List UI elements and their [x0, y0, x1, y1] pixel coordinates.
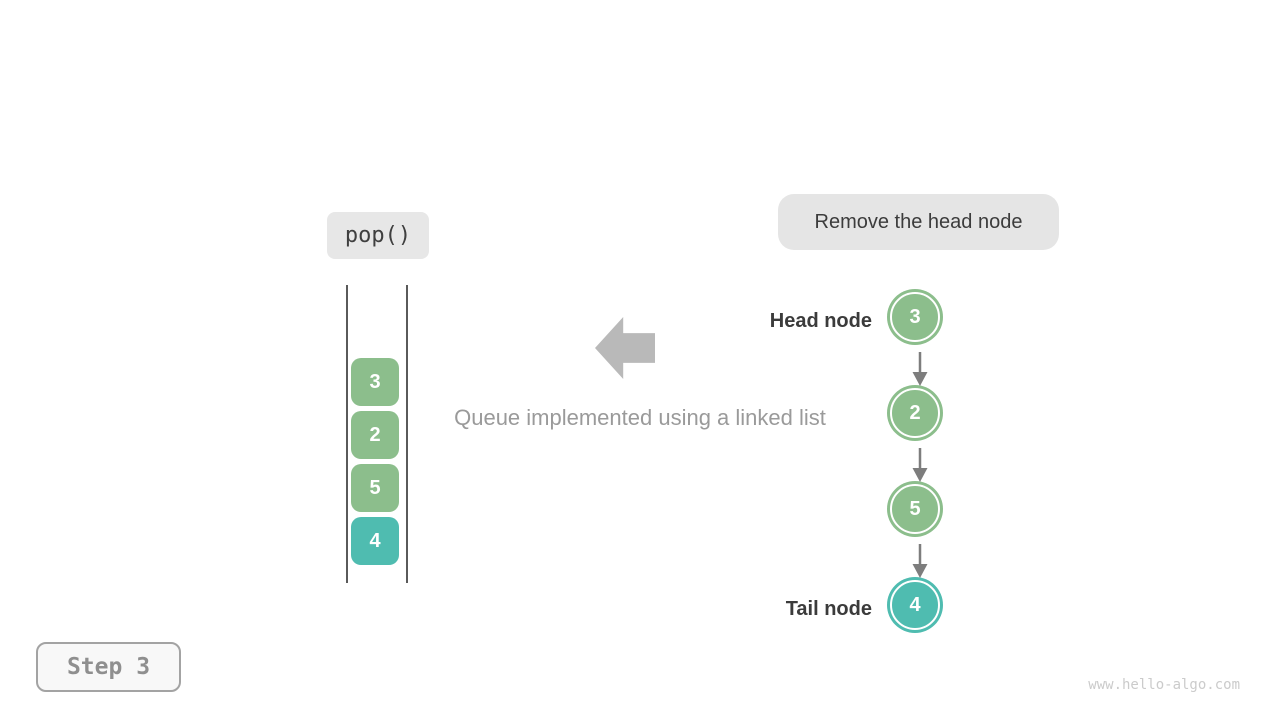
diagram-caption: Queue implemented using a linked list [454, 405, 826, 430]
queue-box: 5 [351, 464, 399, 512]
head-node-label: Head node [769, 310, 872, 332]
queue-box-value: 3 [369, 370, 381, 393]
list-node: 4 [890, 580, 940, 630]
remove-head-label: Remove the head node [814, 210, 1023, 233]
list-node-value: 4 [909, 593, 921, 616]
queue-box: 2 [351, 411, 399, 459]
arrow-down-icon [912, 448, 928, 482]
queue-wall-left [346, 285, 348, 583]
list-node-value: 2 [909, 401, 921, 424]
pop-operation-badge: pop() [327, 212, 429, 259]
arrow-down-icon [912, 352, 928, 386]
watermark: www.hello-algo.com [1088, 677, 1240, 693]
queue-box: 4 [351, 517, 399, 565]
pop-operation-label: pop() [344, 223, 412, 248]
queue-box: 3 [351, 358, 399, 406]
step-badge: Step 3 [36, 642, 181, 692]
queue-box-value: 4 [369, 529, 381, 552]
queue-box-value: 2 [369, 423, 381, 446]
tail-node-label: Tail node [785, 598, 872, 620]
arrow-down-icon [912, 544, 928, 578]
list-node: 2 [890, 388, 940, 438]
list-node: 5 [890, 484, 940, 534]
remove-head-badge: Remove the head node [778, 194, 1059, 250]
queue-box-value: 5 [369, 476, 381, 499]
step-badge-label: Step 3 [66, 654, 151, 680]
queue-wall-right [406, 285, 408, 583]
left-arrow-icon [595, 317, 655, 379]
list-node: 3 [890, 292, 940, 342]
list-node-value: 5 [909, 497, 921, 520]
list-node-value: 3 [909, 305, 921, 328]
